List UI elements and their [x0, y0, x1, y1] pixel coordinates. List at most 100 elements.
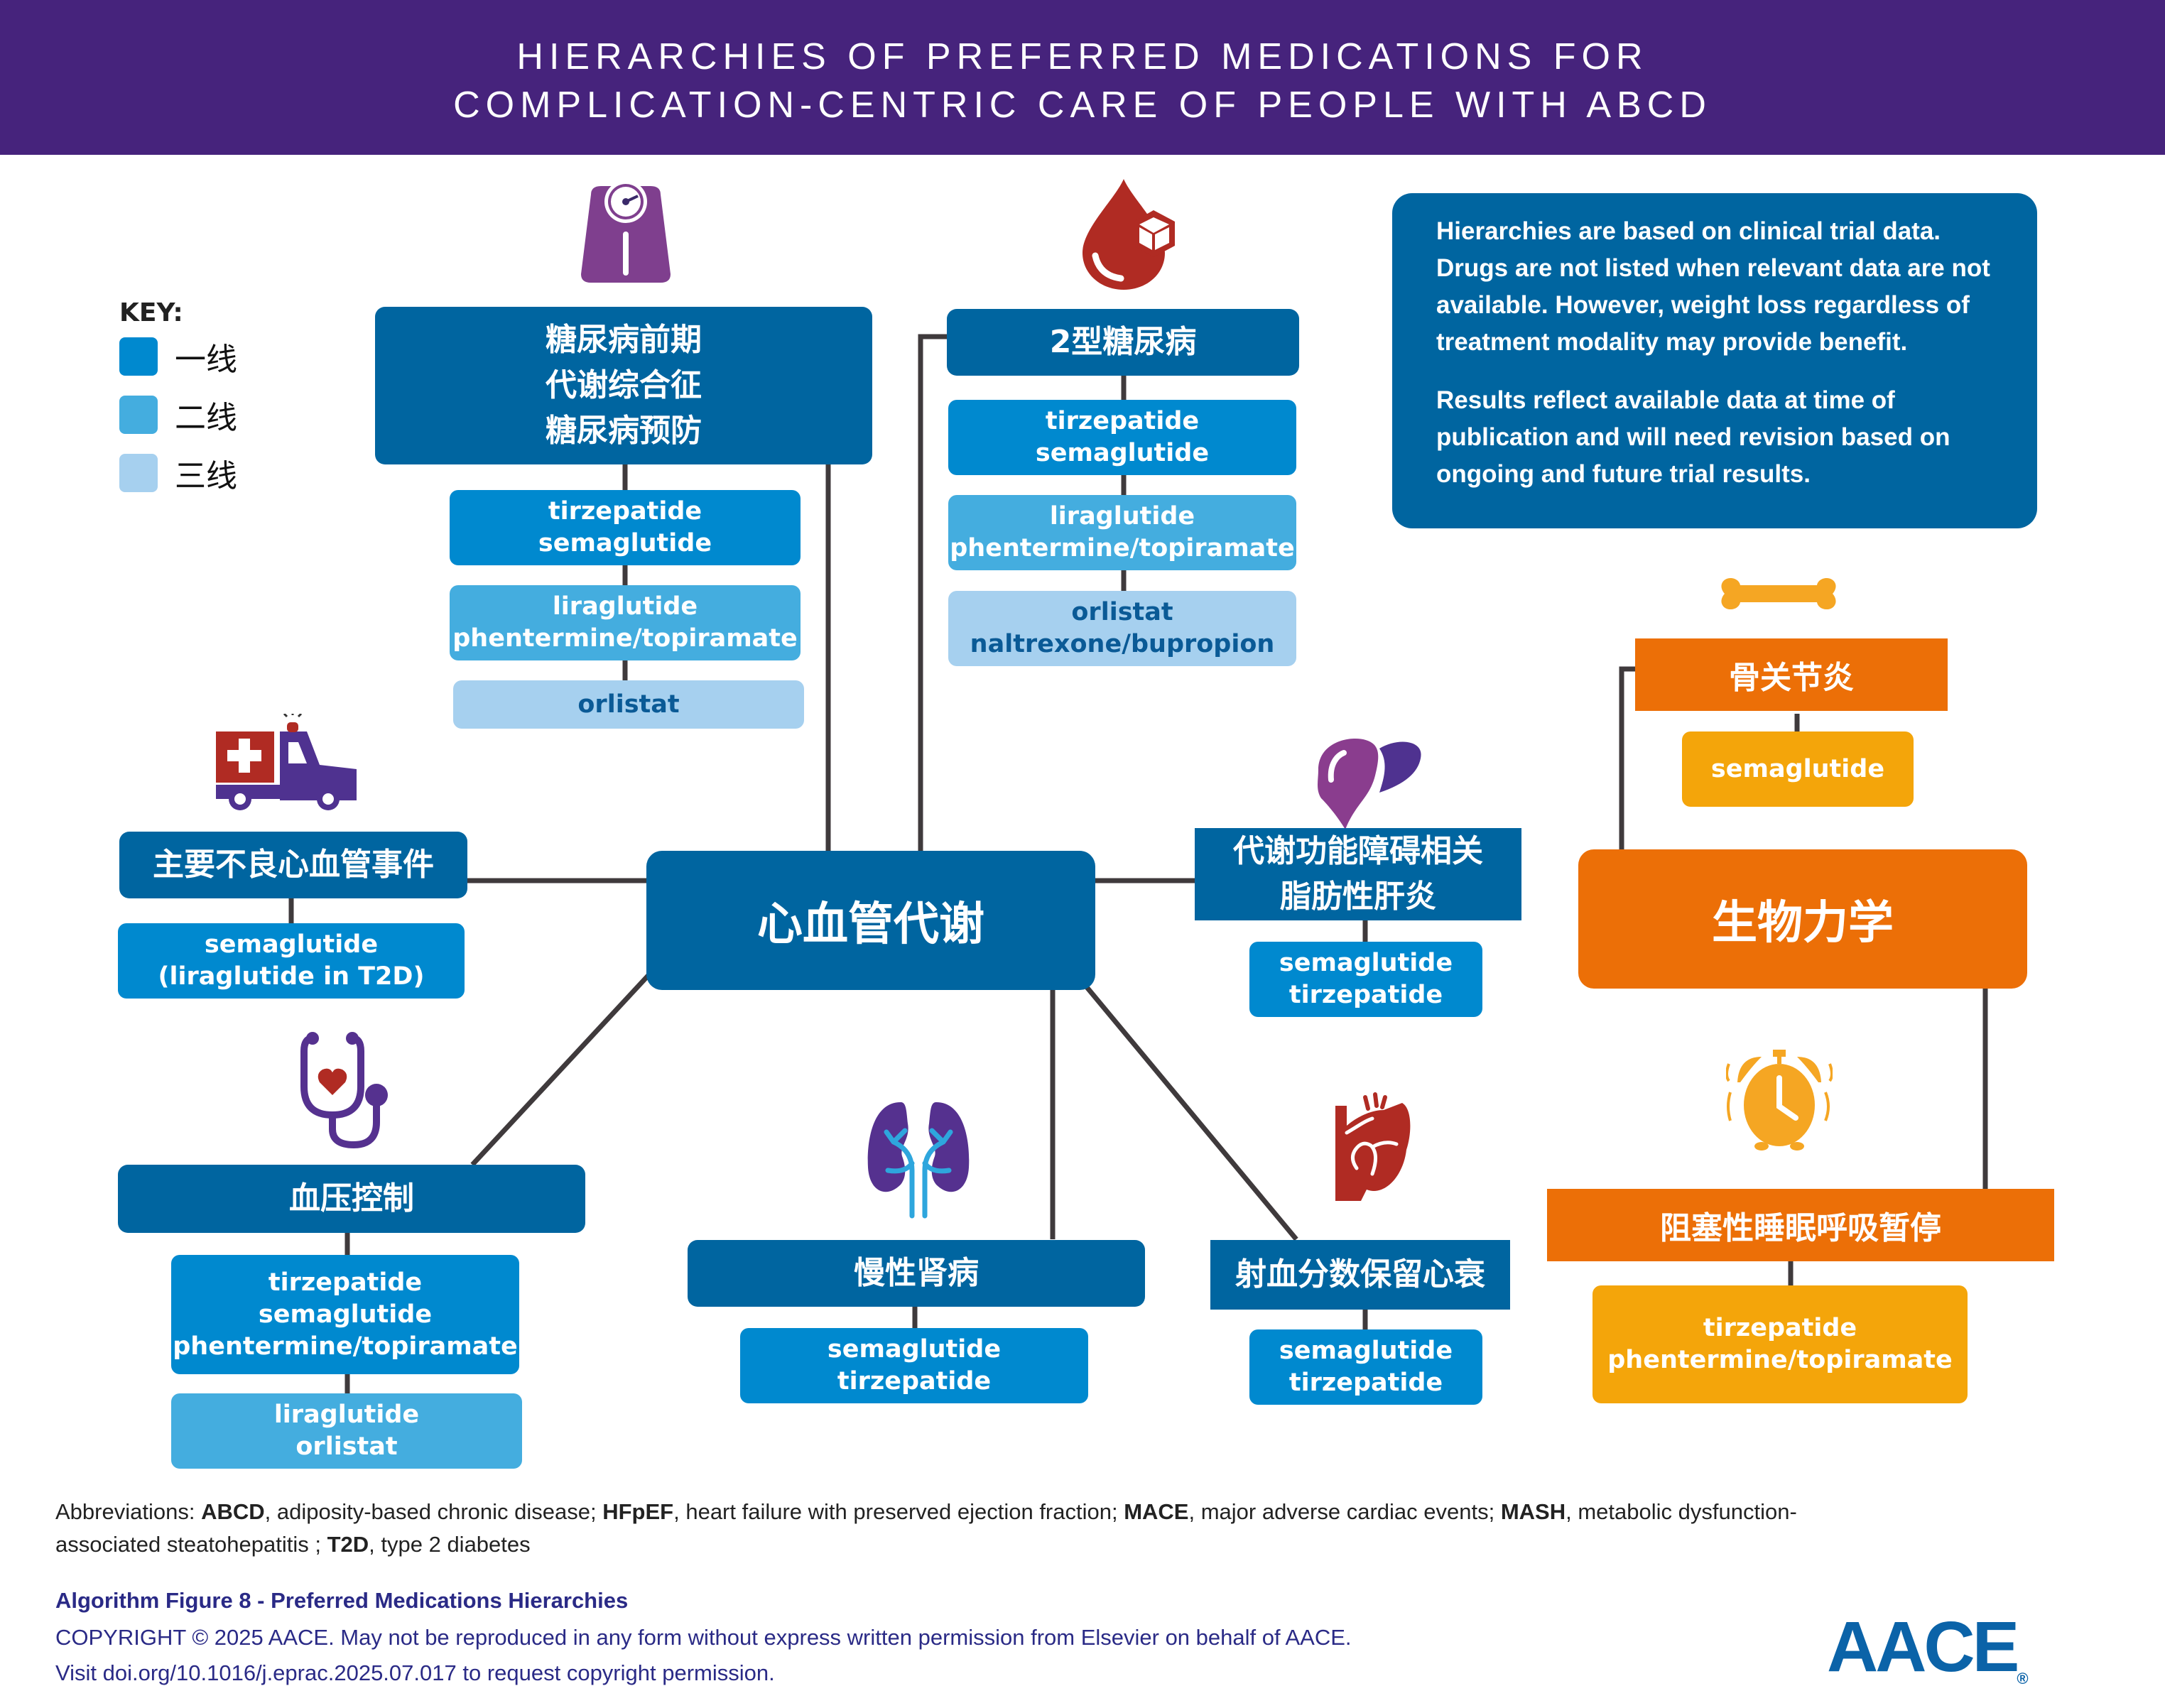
third-line-drugs: orlistat [453, 680, 804, 729]
category-t2d: 2型糖尿病 [947, 309, 1299, 376]
connector-bp [470, 972, 651, 1167]
logo-text: AACE [1827, 1607, 2019, 1687]
key-label: 三线 [175, 458, 237, 494]
copyright-text: COPYRIGHT © 2025 AACE. May not be reprod… [55, 1625, 1352, 1650]
drug-name: phentermine/topiramate [950, 534, 1295, 562]
first-line-drugs: tirzepatide semaglutide phentermine/topi… [171, 1255, 519, 1374]
drug-name: semaglutide [1279, 1337, 1453, 1365]
connector-hfpef [1085, 985, 1298, 1241]
abbrev-prefix: Abbreviations: [55, 1499, 202, 1524]
drug-name: naltrexone/bupropion [970, 630, 1275, 658]
abbrev-def: , adiposity-based chronic disease; [264, 1499, 603, 1524]
key-item-first-line: 一线 [119, 327, 237, 386]
drug-name: tirzepatide [548, 497, 702, 526]
abbrev-def: , type 2 diabetes [369, 1532, 531, 1557]
category-title-line: 代谢功能障碍相关 [1233, 833, 1483, 869]
heart-organ-icon [1335, 1092, 1411, 1201]
drug-name: (liraglutide in T2D) [158, 962, 425, 991]
abbrev-term: MACE [1124, 1499, 1189, 1524]
registered-mark: ® [2017, 1670, 2029, 1687]
blood-drop-sugar-icon [1082, 179, 1175, 290]
title-line-1: HIERARCHIES OF PREFERRED MEDICATIONS FOR [516, 36, 1649, 77]
abbrev-def: , major adverse cardiac events; [1188, 1499, 1501, 1524]
abbrev-def: , metabolic dysfunction-associated steat… [55, 1499, 1797, 1557]
hub-title: 心血管代谢 [757, 898, 984, 951]
category-mace: 主要不良心血管事件 [119, 832, 467, 898]
drug-name: liraglutide [273, 1400, 420, 1429]
drug-name: semaglutide [827, 1335, 1002, 1364]
category-title: 阻塞性睡眠呼吸暂停 [1660, 1210, 1941, 1246]
second-line-drugs: liraglutide phentermine/topiramate [450, 585, 801, 660]
first-line-drugs: tirzepatide semaglutide [948, 400, 1296, 475]
first-line-drugs: semaglutide (liraglutide in T2D) [118, 923, 465, 999]
category-title-line: 代谢综合征 [546, 367, 702, 403]
drug-name: phentermine/topiramate [452, 624, 798, 653]
bone-icon [1721, 577, 1836, 610]
connector-oa [1619, 666, 1637, 849]
abbreviations: Abbreviations: ABCD, adiposity-based chr… [55, 1496, 1831, 1561]
drug-name: semaglutide [1710, 754, 1885, 783]
aace-logo: AACE® [1827, 1606, 2029, 1688]
hub-title: 生物力学 [1712, 897, 1894, 950]
first-line-drugs: tirzepatide semaglutide [450, 490, 801, 565]
category-prediabetes: 糖尿病前期 代谢综合征 糖尿病预防 [375, 307, 872, 464]
hub-biomechanical: 生物力学 [1578, 849, 2027, 989]
category-title: 主要不良心血管事件 [153, 847, 434, 883]
key-item-third-line: 三线 [119, 444, 237, 502]
drug-name: tirzepatide [1045, 407, 1200, 435]
category-hfpef: 射血分数保留心衰 [1210, 1240, 1510, 1310]
ambulance-icon [216, 714, 357, 810]
key-swatch-second [119, 396, 158, 434]
category-ckd: 慢性肾病 [688, 1240, 1145, 1307]
abbrev-term: ABCD [201, 1499, 265, 1524]
drug-name: tirzepatide [1288, 1369, 1443, 1397]
second-line-drugs: liraglutide orlistat [171, 1393, 522, 1469]
category-title-line: 糖尿病前期 [546, 322, 702, 358]
abbrev-term: T2D [327, 1532, 369, 1557]
permission-link[interactable]: Visit doi.org/10.1016/j.eprac.2025.07.01… [55, 1660, 775, 1685]
third-line-drugs: orlistat naltrexone/bupropion [948, 591, 1296, 666]
drug-name: tirzepatide [837, 1367, 992, 1396]
drug-name: orlistat [295, 1432, 398, 1461]
category-blood-pressure: 血压控制 [118, 1165, 585, 1233]
hub-cardiometabolic: 心血管代谢 [646, 851, 1095, 990]
category-mash: 代谢功能障碍相关 脂肪性肝炎 [1195, 828, 1521, 920]
first-line-drugs: semaglutide tirzepatide [740, 1328, 1088, 1403]
drug-name: semaglutide [204, 930, 379, 959]
category-title-line: 脂肪性肝炎 [1280, 879, 1436, 915]
abbrev-def: , heart failure with preserved ejection … [673, 1499, 1124, 1524]
drug-name: liraglutide [1049, 502, 1195, 531]
category-title-line: 糖尿病预防 [546, 413, 702, 449]
category-title: 骨关节炎 [1729, 660, 1854, 696]
figure-title: Algorithm Figure 8 - Preferred Medicatio… [55, 1588, 629, 1613]
stethoscope-heart-icon [300, 1032, 388, 1149]
key-item-second-line: 二线 [119, 386, 237, 444]
drug-name: semaglutide [1279, 949, 1453, 977]
drug-name: orlistat [577, 690, 680, 719]
drug-name: tirzepatide [268, 1268, 423, 1297]
drug-name: phentermine/topiramate [1607, 1346, 1953, 1374]
weight-scale-icon [581, 180, 671, 283]
category-osteoarthritis: 骨关节炎 [1635, 638, 1948, 711]
page-header: HIERARCHIES OF PREFERRED MEDICATIONS FOR… [0, 0, 2165, 155]
osa-drugs: tirzepatide phentermine/topiramate [1592, 1285, 1968, 1403]
note-para-2: Results reflect available data at time o… [1436, 386, 1950, 488]
abbrev-term: MASH [1500, 1499, 1566, 1524]
connector-t2d [918, 334, 948, 852]
category-title: 2型糖尿病 [1049, 324, 1197, 360]
key-label: 一线 [175, 342, 237, 378]
drug-name: semaglutide [258, 1300, 433, 1329]
category-title: 射血分数保留心衰 [1235, 1256, 1485, 1293]
key-swatch-third [119, 454, 158, 492]
drug-name: liraglutide [552, 592, 698, 621]
second-line-drugs: liraglutide phentermine/topiramate [948, 495, 1296, 570]
category-title: 慢性肾病 [854, 1255, 979, 1291]
key-swatch-first [119, 337, 158, 376]
drug-name: tirzepatide [1288, 981, 1443, 1009]
key-title: KEY: [119, 298, 183, 327]
drug-name: semaglutide [1035, 439, 1210, 467]
category-osa: 阻塞性睡眠呼吸暂停 [1547, 1189, 2054, 1261]
drug-name: tirzepatide [1703, 1314, 1857, 1342]
first-line-drugs: semaglutide tirzepatide [1249, 942, 1482, 1017]
info-note: Hierarchies are based on clinical trial … [1392, 193, 2037, 528]
